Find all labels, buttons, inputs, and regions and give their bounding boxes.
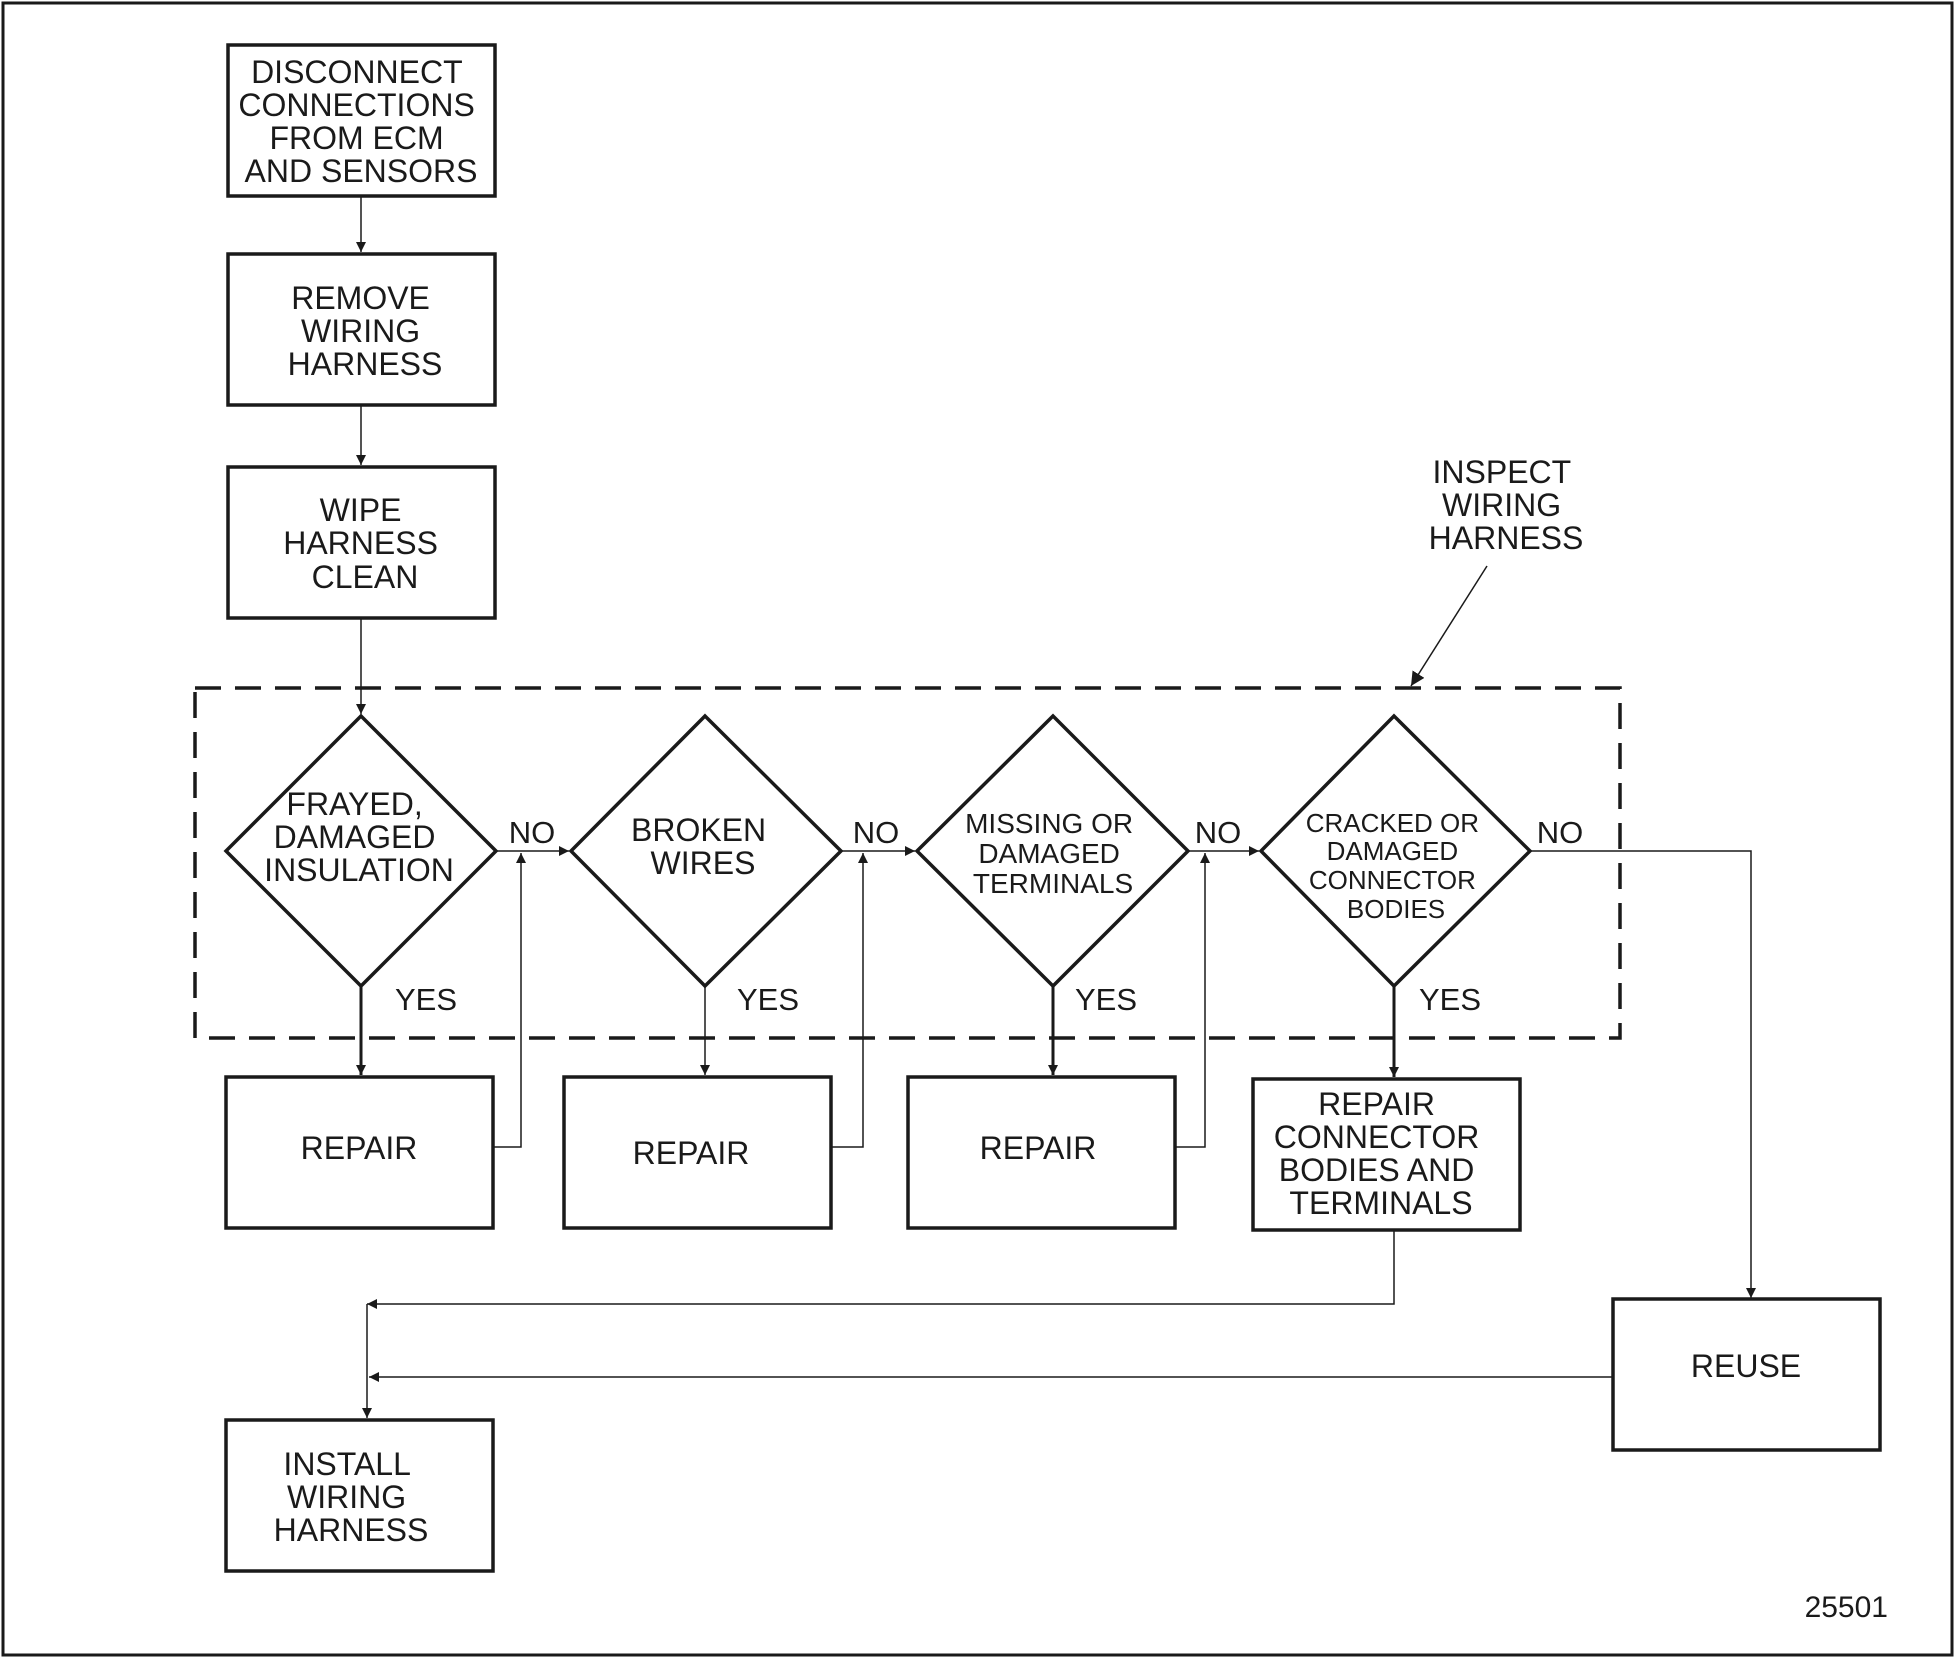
decision-cracked-damaged-connector-bodies: CRACKED OR DAMAGED CONNECTOR BODIES <box>1258 713 1533 989</box>
figure-number: 25501 <box>1805 1591 1888 1624</box>
repair-box-connector-bodies: REPAIR CONNECTOR BODIES AND TERMINALS <box>1251 1077 1522 1232</box>
yes-label-1: YES <box>395 982 457 1017</box>
yes-label-2: YES <box>737 982 799 1017</box>
connector-repair3-return <box>1175 853 1210 1148</box>
step-install-wiring-harness: INSTALL WIRING HARNESS <box>224 1418 495 1573</box>
svg-text:BROKEN WIRES: BROKEN WIRES <box>631 812 775 881</box>
decision-missing-damaged-terminals: MISSING OR DAMAGED TERMINALS <box>914 713 1191 989</box>
step-disconnect-connections: DISCONNECT CONNECTIONS FROM ECM AND SENS… <box>226 43 497 198</box>
step-reuse: REUSE <box>1611 1297 1882 1452</box>
yes-label-3: YES <box>1075 982 1137 1017</box>
connector-repair1-return <box>493 853 526 1148</box>
annotation-leader-arrow <box>1410 565 1488 687</box>
repair-box-insulation: REPAIR <box>224 1075 495 1230</box>
connector-no-cracked-to-reuse <box>1530 850 1756 1298</box>
svg-text:INSPECT WIRING HAR: INSPECT WIRING HARNESS <box>1429 454 1584 556</box>
svg-text:INSTALL WIRING HAR: INSTALL WIRING HARNESS <box>274 1446 429 1548</box>
svg-text:REMOVE WIRING HARN: REMOVE WIRING HARNESS <box>288 280 443 382</box>
no-label-3: NO <box>1195 815 1242 850</box>
repair-box-wires: REPAIR <box>562 1075 833 1230</box>
decision-broken-wires: BROKEN WIRES <box>568 713 844 989</box>
no-label-2: NO <box>853 815 900 850</box>
step-remove-wiring-harness: REMOVE WIRING HARNESS <box>226 252 497 407</box>
svg-text:CRACKED OR DAMAGED: CRACKED OR DAMAGED CONNECTOR BODIES <box>1306 808 1487 924</box>
no-label-1: NO <box>509 815 556 850</box>
svg-text:MISSING OR DAMAGED: MISSING OR DAMAGED TERMINALS <box>965 808 1141 899</box>
svg-text:REPAIR: REPAIR <box>301 1130 418 1166</box>
svg-text:FRAYED, DAMAGED IN: FRAYED, DAMAGED INSULATION <box>264 786 454 888</box>
inspect-annotation: INSPECT WIRING HARNESS <box>1429 454 1584 556</box>
svg-text:REPAIR: REPAIR <box>633 1135 750 1171</box>
svg-text:REPAIR: REPAIR <box>980 1130 1097 1166</box>
no-label-4: NO <box>1537 815 1584 850</box>
svg-text:DISCONNECT CONNECTIONS: DISCONNECT CONNECTIONS FROM ECM AND SENS… <box>238 54 483 189</box>
svg-text:REPAIR CONNECTOR B: REPAIR CONNECTOR BODIES AND TERMINALS <box>1274 1086 1489 1221</box>
inspect-group-boundary <box>193 686 1622 1040</box>
repair-box-terminals: REPAIR <box>906 1075 1177 1230</box>
yes-label-4: YES <box>1419 982 1481 1017</box>
connector-repair2-return <box>831 853 868 1148</box>
svg-text:REUSE: REUSE <box>1691 1348 1801 1384</box>
connector-repair4-to-install <box>367 1230 1395 1309</box>
decision-frayed-damaged-insulation: FRAYED, DAMAGED INSULATION <box>223 713 499 989</box>
svg-text:WIPE HARNESS CLEAN: WIPE HARNESS CLEAN <box>283 492 447 595</box>
step-wipe-harness-clean: WIPE HARNESS CLEAN <box>226 465 497 620</box>
